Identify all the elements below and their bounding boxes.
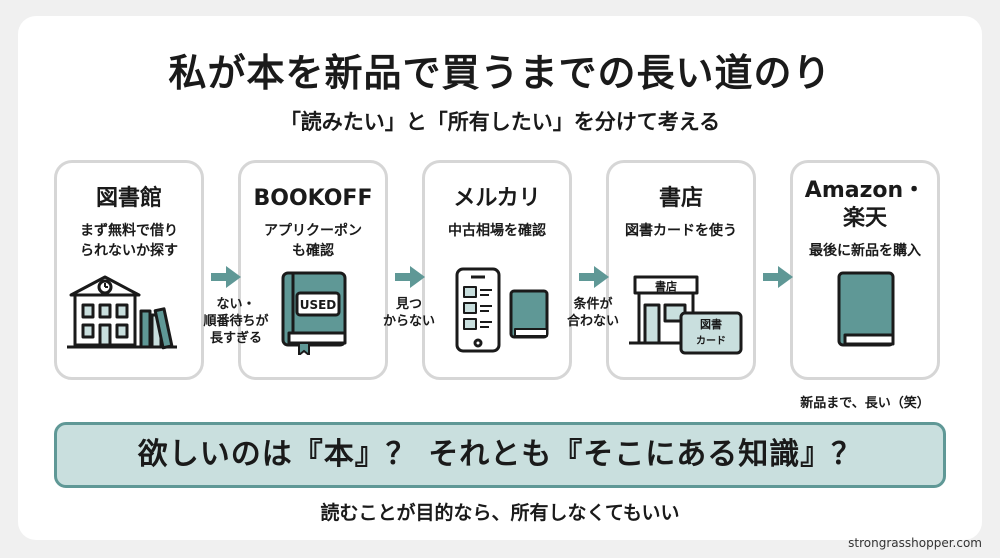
book-card-label-2: カード (696, 335, 726, 347)
step-bookstore: 書店 図書カードを使う 書店 図書 カード (606, 160, 756, 380)
arrow-right-icon (579, 266, 609, 288)
library-building-icon (67, 275, 177, 350)
step-amazon-rakuten: Amazon・ 楽天 最後に新品を購入 (790, 160, 940, 380)
page-subtitle: 「読みたい」と「所有したい」を分けて考える (279, 110, 721, 134)
step-mercari: メルカリ 中古相場を確認 (422, 160, 572, 380)
step-desc: 図書カードを使う (625, 223, 737, 239)
step-desc: 最後に新品を購入 (809, 243, 921, 259)
smartphone-book-icon (455, 267, 549, 353)
step-name: Amazon・ 楽天 (804, 178, 926, 231)
step-desc: 中古相場を確認 (448, 223, 546, 239)
arrow-right-icon (763, 266, 793, 288)
step-name: 書店 (658, 186, 703, 211)
step-name: 図書館 (95, 186, 162, 211)
arrow-right-icon (211, 266, 241, 288)
reason-label: ない・ 順番待ちが 長すぎる (203, 297, 269, 346)
used-book-icon: USED (281, 271, 347, 355)
step-library: 図書館 まず無料で借り られないか探す (54, 160, 204, 380)
reason-label: 見つ からない (382, 297, 435, 329)
step-desc: アプリクーポン も確認 (264, 223, 362, 259)
step-name: メルカリ (453, 186, 541, 211)
used-label: USED (300, 298, 337, 312)
page-title: 私が本を新品で買うまでの長い道のり (168, 51, 832, 95)
step-bookoff: BOOKOFF アプリクーポン も確認 USED (238, 160, 388, 380)
footer-url: strongrasshopper.com (848, 536, 982, 550)
step-name: BOOKOFF (253, 186, 373, 211)
reason-label: 条件が 合わない (566, 297, 619, 329)
conclusion-text: 読むことが目的なら、所有しなくてもいい (320, 502, 680, 524)
question-banner: 欲しいのは『本』？ それとも『そこにある知識』？ (54, 422, 946, 488)
note-text: 新品まで、長い（笑） (800, 396, 930, 411)
store-sign-label: 書店 (655, 279, 677, 293)
step-desc: まず無料で借り られないか探す (80, 223, 178, 259)
bookstore-card-icon: 書店 図書 カード (629, 275, 743, 355)
arrow-right-icon (395, 266, 425, 288)
new-book-icon (837, 271, 895, 347)
book-card-label-1: 図書 (700, 317, 722, 331)
